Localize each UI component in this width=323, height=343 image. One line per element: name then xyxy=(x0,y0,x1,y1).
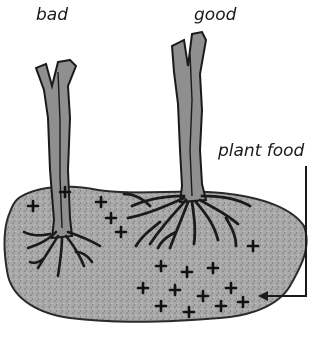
good-plant-stem xyxy=(172,32,206,202)
soil-clump xyxy=(5,187,307,322)
bad-label: bad xyxy=(36,7,68,24)
plant-food-label: plant food xyxy=(218,143,304,160)
good-label: good xyxy=(194,7,236,24)
